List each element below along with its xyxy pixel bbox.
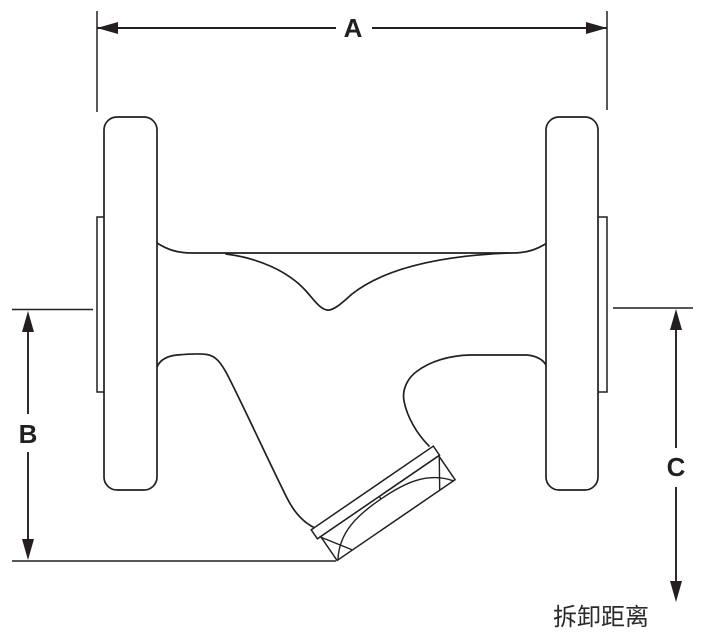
flange-right: [545, 116, 599, 491]
cap-hex-chamfer-left: [320, 536, 353, 551]
cap-hex-center-seam: [378, 495, 382, 500]
flange-left: [103, 116, 158, 491]
dimension-c: C 拆卸距离: [553, 307, 693, 631]
dim-c-arrowhead-bottom-icon: [670, 581, 682, 602]
body-front-contour: [225, 252, 509, 311]
dim-b-label: B: [19, 419, 38, 449]
removal-distance-note: 拆卸距离: [553, 604, 649, 631]
dim-c-arrowhead-top-icon: [670, 309, 682, 330]
body-bottom-left-edge: [156, 353, 315, 529]
dim-b-arrowhead-top-icon: [22, 311, 34, 332]
body-top-edge: [156, 242, 548, 254]
body-bottom-right-edge: [402, 354, 548, 447]
dim-a-arrowhead-left-icon: [97, 22, 118, 34]
dimension-b: B: [12, 308, 336, 562]
dim-b-arrowhead-bottom-icon: [22, 539, 34, 560]
dim-a-label: A: [344, 13, 363, 43]
strainer-cap: [310, 445, 457, 562]
dim-c-label: C: [667, 452, 686, 482]
dim-a-arrowhead-right-icon: [586, 22, 607, 34]
dimension-a: A: [96, 11, 608, 112]
cap-hex-chamfer-right: [438, 455, 441, 490]
strainer-body: [96, 116, 608, 562]
